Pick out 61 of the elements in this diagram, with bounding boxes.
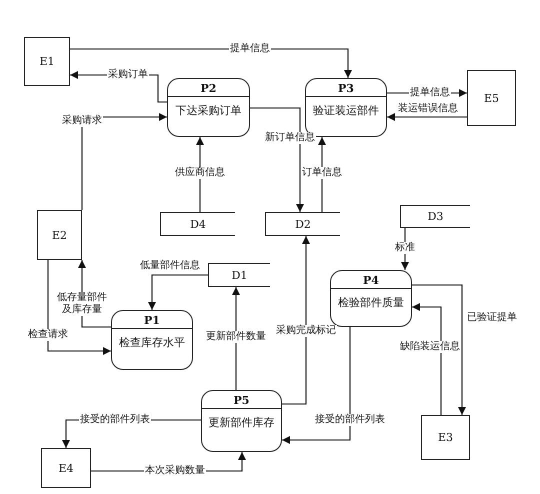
process-id: P1 (112, 311, 192, 329)
entity-id: E4 (58, 462, 74, 474)
edge-label: 标准 (394, 242, 416, 254)
external-entity-box (467, 70, 516, 126)
external-entity-box (24, 37, 70, 86)
edge-label: 低存量部件及库存量 (55, 292, 109, 316)
process-box (111, 310, 193, 370)
process-box (167, 78, 250, 137)
process-box (201, 390, 282, 452)
arrow (148, 274, 208, 310)
arrow (282, 236, 310, 405)
edge-label: 提单信息 (409, 87, 451, 99)
edge-label: 低量部件信息 (139, 260, 201, 272)
arrow (412, 303, 442, 415)
arrow (387, 113, 467, 121)
edge-label: 更新部件数量 (205, 331, 267, 343)
process-name: 检验部件质量 (337, 295, 405, 310)
external-entity-box (421, 415, 470, 460)
process-id: P5 (202, 391, 281, 409)
entity-id: E2 (52, 228, 68, 242)
edge-label: 缺陷装运信息 (399, 341, 461, 353)
edge-label: 已验证提单 (466, 312, 518, 324)
edge-label: 采购完成标记 (275, 325, 337, 337)
store-id: D1 (232, 268, 248, 282)
edge-label: 订单信息 (301, 167, 343, 179)
external-entity-box (41, 448, 91, 488)
edge-label: 接受的部件列表 (314, 414, 386, 426)
store-id: D4 (190, 218, 206, 230)
arrow (401, 228, 409, 270)
external-entity-box (37, 210, 82, 260)
edge-label: 本次采购数量 (144, 465, 206, 477)
process-box (330, 270, 412, 327)
arrow (250, 107, 304, 212)
edge-label: 装运错误信息 (397, 103, 459, 115)
edge-label: 接受的部件列表 (79, 414, 151, 426)
arrow (282, 327, 351, 444)
data-store (265, 212, 340, 236)
store-id: D3 (428, 210, 444, 223)
process-id: P3 (306, 79, 386, 97)
data-store (400, 205, 470, 228)
edge-label: 新订单信息 (264, 132, 316, 144)
store-id: D2 (295, 218, 311, 230)
edge-label: 提单信息 (229, 43, 271, 55)
process-name: 更新部件库存 (208, 415, 276, 430)
entity-id: E3 (438, 431, 454, 444)
process-name: 检查库存水平 (118, 335, 186, 350)
edge-label: 供应商信息 (174, 167, 226, 179)
process-id: P4 (331, 271, 411, 289)
data-store (160, 212, 235, 236)
edge-label: 检查请求 (27, 329, 69, 341)
arrow (412, 284, 466, 415)
process-name: 验证装运部件 (312, 103, 380, 118)
data-store (208, 263, 270, 287)
arrow (232, 287, 240, 390)
edge-label: 采购请求 (61, 115, 103, 127)
process-name: 下达采购订单 (174, 103, 242, 118)
entity-id: E5 (484, 92, 500, 104)
process-id: P2 (168, 79, 249, 97)
edge-label: 采购订单 (107, 69, 149, 81)
entity-id: E1 (39, 55, 55, 68)
arrow (47, 260, 111, 355)
